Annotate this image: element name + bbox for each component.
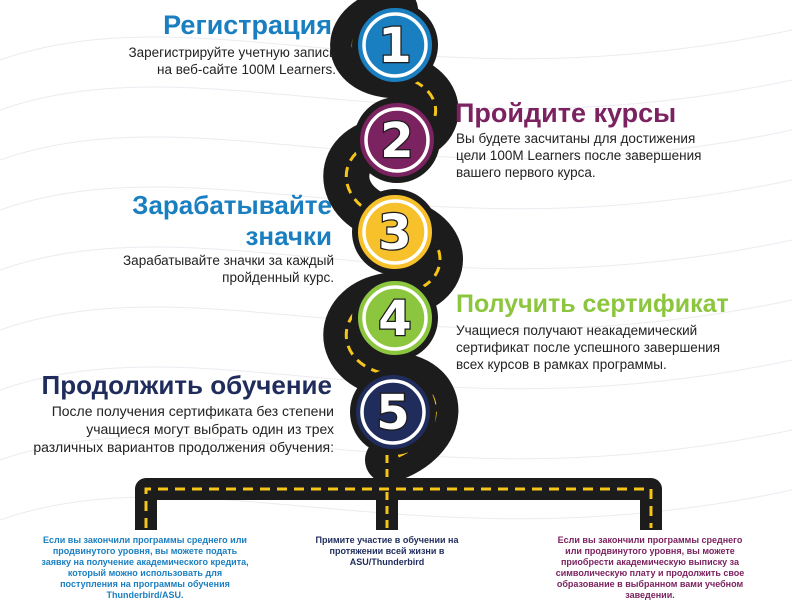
step-5-ring: [360, 379, 426, 445]
step-4-desc-line: Учащиеся получают неакадемический: [456, 323, 698, 338]
branch-1-line: продвинутого уровня, вы можете подать: [52, 546, 238, 556]
branch-3-line: образование в выбранном вами учебном: [556, 579, 744, 589]
step-2-desc-line: вашего первого курса.: [456, 165, 596, 180]
step-5-desc-line: После получения сертификата без степени: [51, 403, 334, 419]
step-5-number: 5: [376, 385, 409, 441]
branch-1-line: Thunderbird/ASU.: [106, 590, 184, 600]
branch-1-line: Если вы закончили программы среднего или: [43, 535, 247, 545]
step-1-number: 1: [378, 18, 411, 74]
step-5-badge: 5: [350, 369, 436, 455]
step-3-description: Зарабатывайте значки за каждый пройденны…: [74, 252, 334, 286]
step-2-number: 2: [380, 113, 413, 169]
step-1-desc-line: Зарегистрируйте учетную запись: [128, 45, 336, 60]
step-3-number: 3: [378, 205, 411, 261]
step-3-title-line: значки: [245, 221, 332, 251]
step-4-badge: 4: [352, 275, 438, 361]
branch-1-text: Если вы закончили программы среднего или…: [4, 535, 286, 601]
branch-3-line: или продвинутого уровня, вы можете: [565, 546, 735, 556]
step-4-ring: [362, 285, 428, 351]
step-5-desc-line: учащиеся могут выбрать один из трех: [86, 421, 334, 437]
step-1-desc-line: на веб-сайте 100M Learners.: [157, 62, 336, 77]
road-branch-outline: [135, 478, 662, 530]
background-line: [0, 239, 792, 271]
step-3-title: Зарабатывайте значки: [132, 190, 332, 252]
step-3-desc-line: Зарабатывайте значки за каждый: [123, 253, 334, 268]
branch-2-line: Примите участие в обучении на: [315, 535, 459, 545]
step-2-desc-line: цели 100M Learners после завершения: [456, 148, 702, 163]
branch-2-text: Примите участие в обучении на протяжении…: [292, 535, 482, 568]
step-3-circle: [352, 189, 438, 275]
step-4-description: Учащиеся получают неакадемический сертиф…: [456, 322, 766, 373]
step-3-badge: 3: [352, 189, 438, 275]
branch-1-line: поступления на программы обучения: [60, 579, 230, 589]
step-5-circle: [350, 369, 436, 455]
step-1-title: Регистрация: [163, 10, 332, 40]
step-2-desc-line: Вы будете засчитаны для достижения: [456, 131, 696, 146]
background-line: [0, 429, 792, 461]
background-line: [0, 359, 792, 391]
step-3-title-line: Зарабатывайте: [132, 190, 332, 220]
step-1-badge: 1: [352, 2, 438, 88]
branch-3-line: приобрести академическую выписку за: [560, 557, 740, 567]
step-3-desc-line: пройденный курс.: [222, 270, 334, 285]
step-4-circle: [352, 275, 438, 361]
branch-3-line: символическую плату и продолжить свое: [555, 568, 745, 578]
background-line: [0, 79, 792, 111]
step-4-desc-line: сертификат после успешного завершения: [456, 340, 721, 355]
step-2-badge: 2: [354, 97, 440, 183]
branch-3-text: Если вы закончили программы среднего или…: [515, 535, 785, 601]
branch-1-line: заявку на получение академического креди…: [41, 557, 249, 567]
step-5-title: Продолжить обучение: [41, 370, 332, 400]
step-2-ring: [364, 107, 430, 173]
step-2-circle: [354, 97, 440, 183]
step-1-circle: [352, 2, 438, 88]
step-2-description: Вы будете засчитаны для достижения цели …: [456, 130, 756, 181]
step-3-ring: [362, 199, 428, 265]
branch-2-line: ASU/Thunderbird: [349, 557, 425, 567]
step-4-number: 4: [378, 291, 411, 347]
branch-3-line: заведении.: [625, 590, 675, 600]
road-branch-lane: [144, 487, 653, 528]
branch-3-line: Если вы закончили программы среднего: [557, 535, 743, 545]
step-2-title: Пройдите курсы: [455, 98, 677, 128]
step-4-title: Получить сертификат: [456, 290, 729, 318]
step-5-desc-line: различных вариантов продолжения обучения…: [33, 439, 334, 455]
step-1-ring: [362, 12, 428, 78]
branch-2-line: протяжении всей жизни в: [329, 546, 445, 556]
step-5-description: После получения сертификата без степени …: [0, 402, 334, 456]
branch-1-line: который можно использовать для: [67, 568, 223, 578]
step-4-desc-line: всех курсов в рамках программы.: [456, 357, 667, 372]
step-1-description: Зарегистрируйте учетную запись на веб-са…: [76, 44, 336, 78]
